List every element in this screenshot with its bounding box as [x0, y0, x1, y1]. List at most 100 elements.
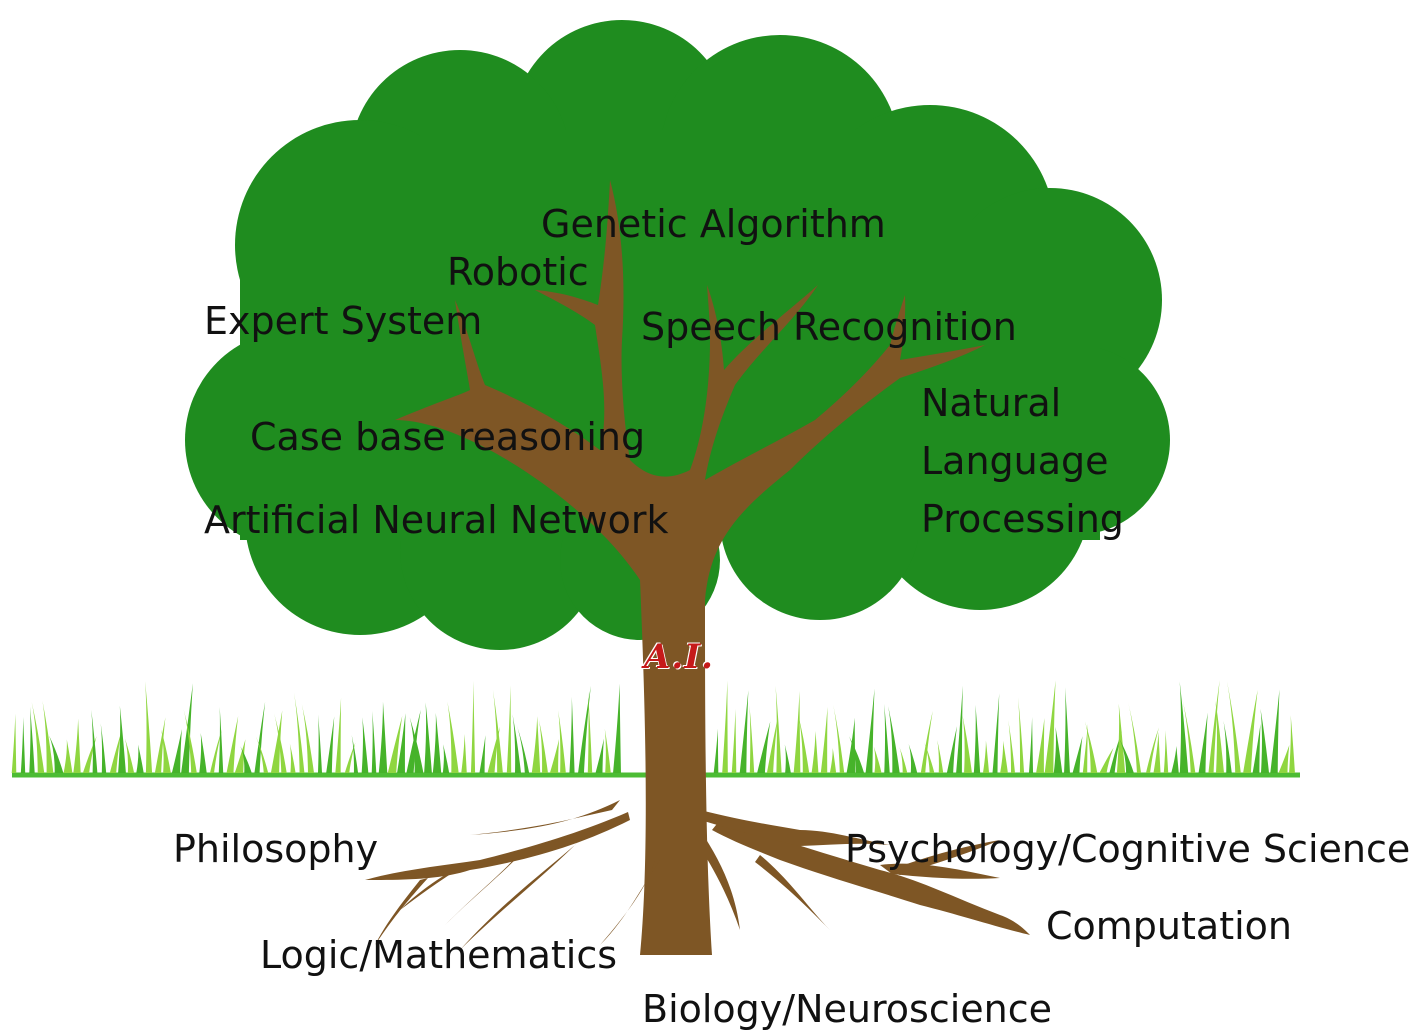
grass-blade	[145, 681, 153, 773]
grass-blade	[1036, 717, 1045, 773]
grass-blade	[784, 744, 791, 773]
root-label-biology-neuroscience: Biology/Neuroscience	[642, 987, 1053, 1031]
grass-blade	[587, 691, 593, 773]
grass-blade	[613, 683, 621, 773]
grass-blade	[1082, 723, 1088, 773]
grass-blade	[226, 716, 239, 773]
grass-blade	[91, 709, 98, 773]
grass-blade	[479, 735, 486, 773]
grass-blade	[920, 711, 933, 773]
grass-blade	[171, 729, 182, 773]
grass-blade	[1128, 702, 1142, 773]
grass-blade	[1179, 681, 1189, 773]
grass-blade	[344, 742, 356, 773]
grass-blade	[757, 721, 771, 773]
grass-blade	[766, 716, 779, 773]
grass-blade	[378, 701, 388, 773]
grass-blade	[63, 739, 73, 773]
grass-blade	[424, 702, 432, 773]
grass-blade	[470, 680, 476, 773]
root-label-logic-mathematics: Logic/Mathematics	[260, 933, 618, 977]
grass-blade	[1000, 740, 1008, 773]
grass-blade	[865, 688, 875, 773]
grass-blade	[739, 690, 749, 773]
grass-blade	[29, 706, 35, 773]
grass-blade	[569, 696, 575, 773]
grass-blade	[1289, 715, 1295, 773]
grass-blade	[442, 744, 450, 773]
root-label-psychology-cognitive-science: Psychology/Cognitive Science	[845, 827, 1411, 871]
grass-blade	[109, 731, 122, 773]
grass-blade	[1119, 738, 1134, 773]
grass-blade	[888, 706, 900, 773]
grass-blade	[962, 715, 972, 773]
grass-blade	[461, 733, 467, 773]
grass-blade	[1182, 698, 1196, 773]
grass-blade	[1171, 745, 1179, 773]
grass-blade	[289, 743, 296, 773]
grass-blade	[136, 744, 144, 773]
grass-blade	[447, 701, 459, 773]
tree-trunk	[365, 180, 1030, 955]
grass-blade	[1064, 687, 1070, 773]
grass-blade	[595, 738, 604, 773]
grass-blade	[731, 709, 737, 773]
grass-blade	[713, 728, 719, 773]
grass-blade	[1270, 689, 1280, 773]
grass-blade	[899, 747, 908, 773]
grass-blade	[1208, 680, 1220, 773]
grass-blade	[829, 747, 837, 773]
grass-blade	[749, 705, 755, 773]
grass-blade	[1099, 747, 1114, 773]
grass-blade	[31, 701, 45, 773]
grass-blade	[833, 704, 845, 773]
grass-blade	[1084, 721, 1098, 773]
grass-blade	[432, 712, 442, 773]
grass-blade	[846, 717, 856, 773]
grass-blade	[1072, 736, 1083, 773]
branch-label-artificial-neural-network: Artificial Neural Network	[204, 498, 669, 542]
branch-label-robotic: Robotic	[447, 250, 589, 294]
grass-blade	[531, 716, 541, 773]
grass-blade	[161, 729, 171, 773]
grass-blade	[183, 709, 197, 773]
branch-label-natural-language-processing: Natural Language Processing	[921, 374, 1124, 548]
nlp-line-2: Language	[921, 439, 1109, 483]
grass-blade	[793, 690, 801, 773]
grass-blade	[1044, 680, 1056, 773]
grass-blade	[124, 738, 135, 773]
grass-blade	[549, 739, 560, 773]
grass-blade	[849, 736, 865, 773]
branch-label-speech-recognition: Speech Recognition	[641, 305, 1017, 349]
grass-band	[11, 680, 1300, 778]
grass-blade	[274, 713, 287, 773]
grass-blade	[956, 685, 963, 773]
root-label-philosophy: Philosophy	[173, 827, 379, 871]
grass-blade	[1223, 720, 1232, 773]
grass-blade	[270, 710, 283, 773]
grass-blade	[234, 739, 246, 773]
grass-blade	[506, 685, 512, 773]
grass-blade	[937, 740, 944, 773]
grass-blade	[908, 744, 918, 773]
grass-blade	[538, 719, 548, 773]
grass-blade	[1252, 723, 1261, 773]
grass-blade	[255, 736, 269, 773]
grass-blade	[512, 714, 522, 773]
tree-foliage	[185, 20, 1170, 650]
grass-blade	[1008, 720, 1016, 773]
grass-blade	[20, 716, 26, 773]
grass-blade	[118, 705, 126, 773]
grass-blade	[516, 724, 530, 773]
grass-blade	[326, 716, 335, 773]
grass-blade	[1153, 732, 1161, 773]
grass-blade	[982, 740, 990, 773]
grass-blade	[1028, 716, 1034, 773]
grass-blade	[1227, 681, 1241, 773]
grass-blade	[1278, 744, 1290, 773]
grass-blade	[301, 704, 315, 773]
grass-blade	[42, 700, 54, 773]
root-label-computation: Computation	[1046, 904, 1292, 948]
